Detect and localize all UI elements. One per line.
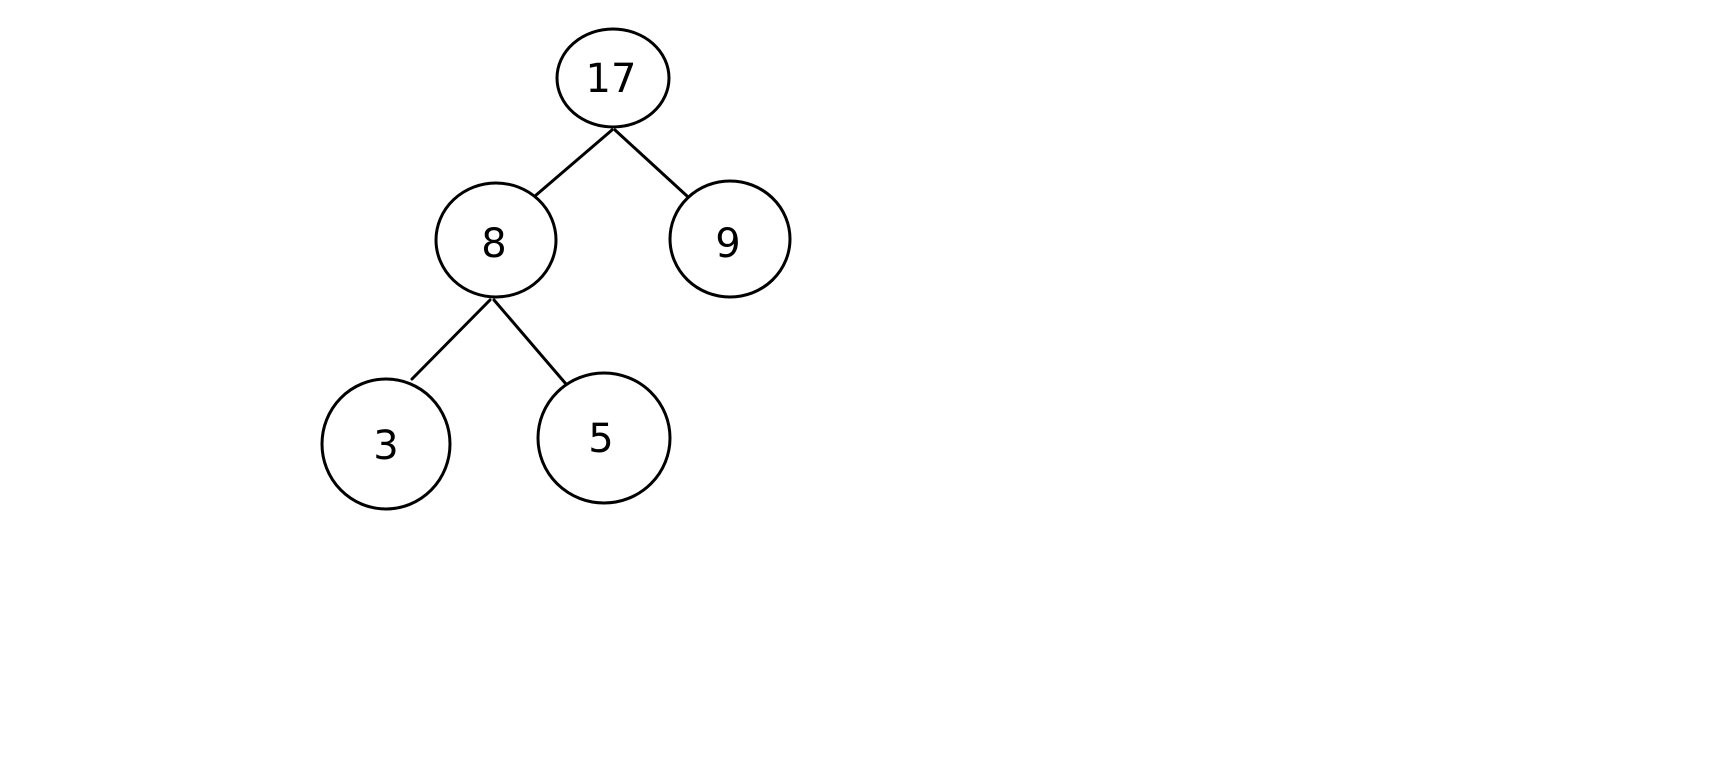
tree-node-5: 5 [536, 371, 672, 505]
tree-node-3: 3 [320, 377, 452, 511]
tree-nodes: 17 8 9 3 5 [320, 27, 792, 511]
node-5-label: 5 [588, 416, 613, 462]
tree-edges [410, 128, 689, 386]
edge-17-8 [533, 128, 614, 198]
node-5-circle [536, 371, 672, 505]
node-9-circle [668, 179, 792, 299]
node-3-circle [320, 377, 452, 511]
edge-17-9 [613, 128, 689, 198]
node-17-label: 17 [586, 56, 637, 102]
tree-node-17: 17 [555, 27, 671, 129]
node-9-label: 9 [715, 221, 740, 267]
node-8-circle [434, 181, 558, 299]
node-17-circle [555, 27, 671, 129]
edge-8-3 [410, 298, 492, 381]
node-3-label: 3 [373, 423, 398, 469]
edge-8-5 [492, 298, 568, 386]
node-8-label: 8 [481, 221, 506, 267]
tree-node-8: 8 [434, 181, 558, 299]
tree-node-9: 9 [668, 179, 792, 299]
